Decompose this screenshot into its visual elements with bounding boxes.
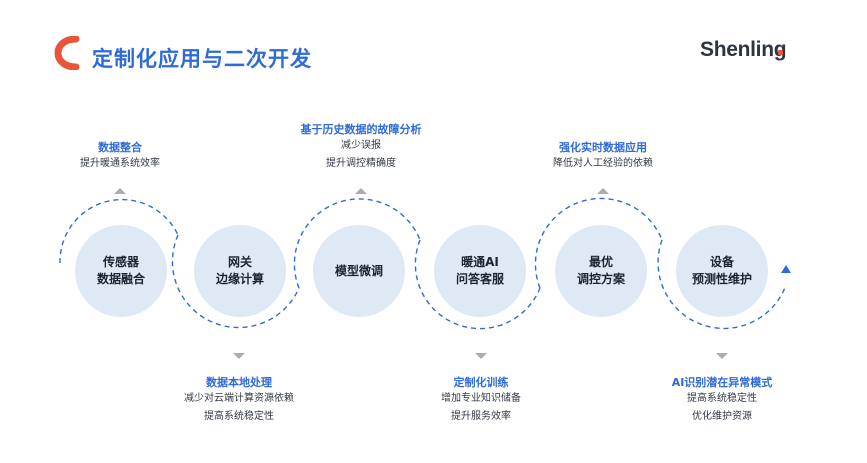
bottom-note-3: AI识别潜在异常模式 提高系统稳定性 优化维护资源	[671, 376, 773, 422]
logo-icon	[54, 36, 80, 70]
node-sensor-fusion: 传感器数据融合	[75, 225, 167, 317]
bottom-note-2: 定制化训练 增加专业知识储备 提升服务效率	[441, 376, 521, 422]
node-gateway-edge: 网关边缘计算	[194, 225, 286, 317]
node-predictive-maintenance: 设备预测性维护	[676, 225, 768, 317]
bottom-note-1: 数据本地处理 减少对云端计算资源依赖 提高系统稳定性	[184, 376, 294, 422]
top-note-3: 强化实时数据应用 降低对人工经验的依赖	[553, 141, 653, 169]
flow-end-arrow-icon	[781, 265, 791, 273]
page-title: 定制化应用与二次开发	[92, 47, 312, 71]
brand-logo-text: Shenling	[700, 38, 787, 61]
flow-arc-5	[534, 197, 663, 289]
node-optimal-control: 最优调控方案	[555, 225, 647, 317]
flow-arc-3	[293, 198, 421, 289]
flow-arc-1	[59, 198, 179, 264]
up-arrow-icon	[355, 188, 367, 194]
down-arrow-icon	[475, 353, 487, 359]
up-arrow-icon	[114, 188, 126, 194]
flow-arc-6	[657, 239, 787, 330]
brand-accent-dot	[778, 50, 783, 55]
flow-arc-2	[171, 234, 300, 329]
down-arrow-icon	[716, 353, 728, 359]
node-model-tuning: 模型微调	[313, 225, 405, 317]
down-arrow-icon	[233, 353, 245, 359]
up-arrow-icon	[597, 188, 609, 194]
flow-arc-4	[414, 239, 541, 330]
top-note-1: 数据整合 提升暖通系统效率	[80, 141, 160, 169]
top-note-2: 基于历史数据的故障分析 减少误报 提升调控精确度	[300, 123, 422, 169]
